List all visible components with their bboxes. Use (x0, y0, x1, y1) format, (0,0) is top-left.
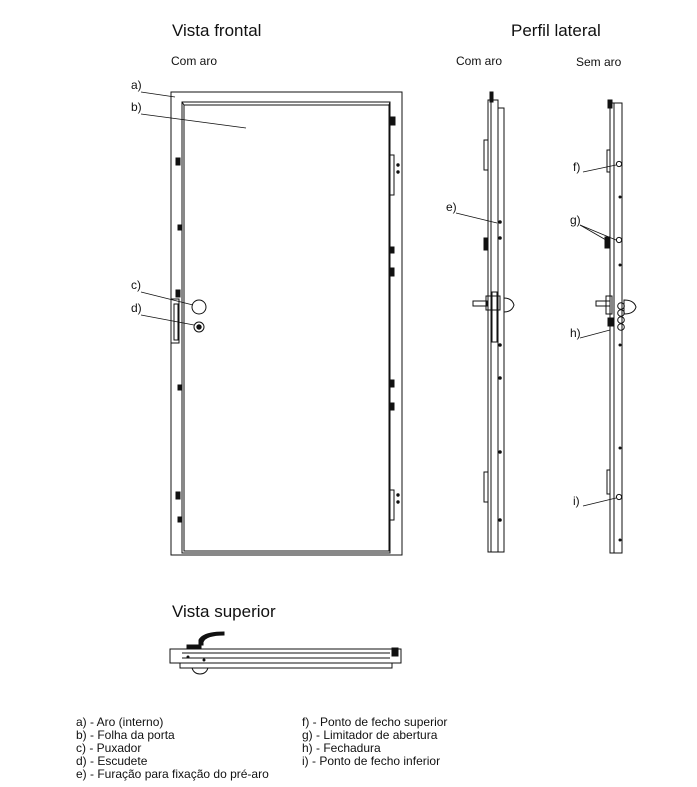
front-with-frame-subtitle: Com aro (171, 54, 217, 68)
frame-outer (170, 91, 403, 556)
legend-item-b: b) - Folha da porta (76, 728, 175, 742)
callout-g: g) (570, 213, 581, 227)
legend-item-c: c) - Puxador (76, 741, 142, 755)
callout-b: b) (131, 100, 142, 114)
callout-d: d) (131, 301, 142, 315)
legend-item-g: g) - Limitador de abertura (302, 728, 438, 742)
front-view-callouts: a) b) c) d) (131, 78, 247, 326)
lower-lock-point (615, 493, 623, 501)
side-with-frame-subtitle: Com aro (456, 54, 502, 68)
frame-inner (181, 101, 391, 554)
callout-h: h) (570, 326, 581, 340)
side-without-frame-subtitle: Sem aro (576, 55, 622, 69)
side-profile-title: Perfil lateral (511, 21, 601, 40)
handle-lever (186, 631, 225, 650)
legend-left-column: a) - Aro (interno) b) - Folha da porta c… (76, 716, 269, 781)
side-with-frame-callouts: e) (446, 200, 498, 224)
handle-rose (191, 299, 207, 315)
callout-e: e) (446, 200, 457, 214)
side-profile-without-frame (595, 99, 637, 554)
side-without-frame-callouts: f) g) h) i) (570, 160, 617, 508)
escutcheon (193, 321, 205, 333)
legend-right-column: f) - Ponto de fecho superior g) - Limita… (302, 716, 447, 768)
door-leaf (183, 104, 390, 552)
opening-limiter (615, 236, 623, 244)
callout-f: f) (573, 160, 580, 174)
side-profile-with-frame (472, 91, 515, 553)
legend-item-e: e) - Furação para fixação do pré-aro (76, 767, 269, 781)
callout-i: i) (573, 494, 580, 508)
front-view-door (170, 91, 403, 556)
legend-item-i: i) - Ponto de fecho inferior (302, 754, 441, 768)
top-view-title: Vista superior (172, 602, 276, 621)
legend-item-h: h) - Fechadura (302, 741, 381, 755)
callout-c: c) (131, 278, 141, 292)
legend-item-f: f) - Ponto de fecho superior (302, 715, 448, 729)
top-view-door (169, 631, 402, 675)
upper-lock-point (615, 160, 623, 168)
front-view-title: Vista frontal (172, 21, 261, 40)
callout-a: a) (131, 78, 142, 92)
legend-item-d: d) - Escudete (76, 754, 148, 768)
legend-item-a: a) - Aro (interno) (76, 715, 164, 729)
